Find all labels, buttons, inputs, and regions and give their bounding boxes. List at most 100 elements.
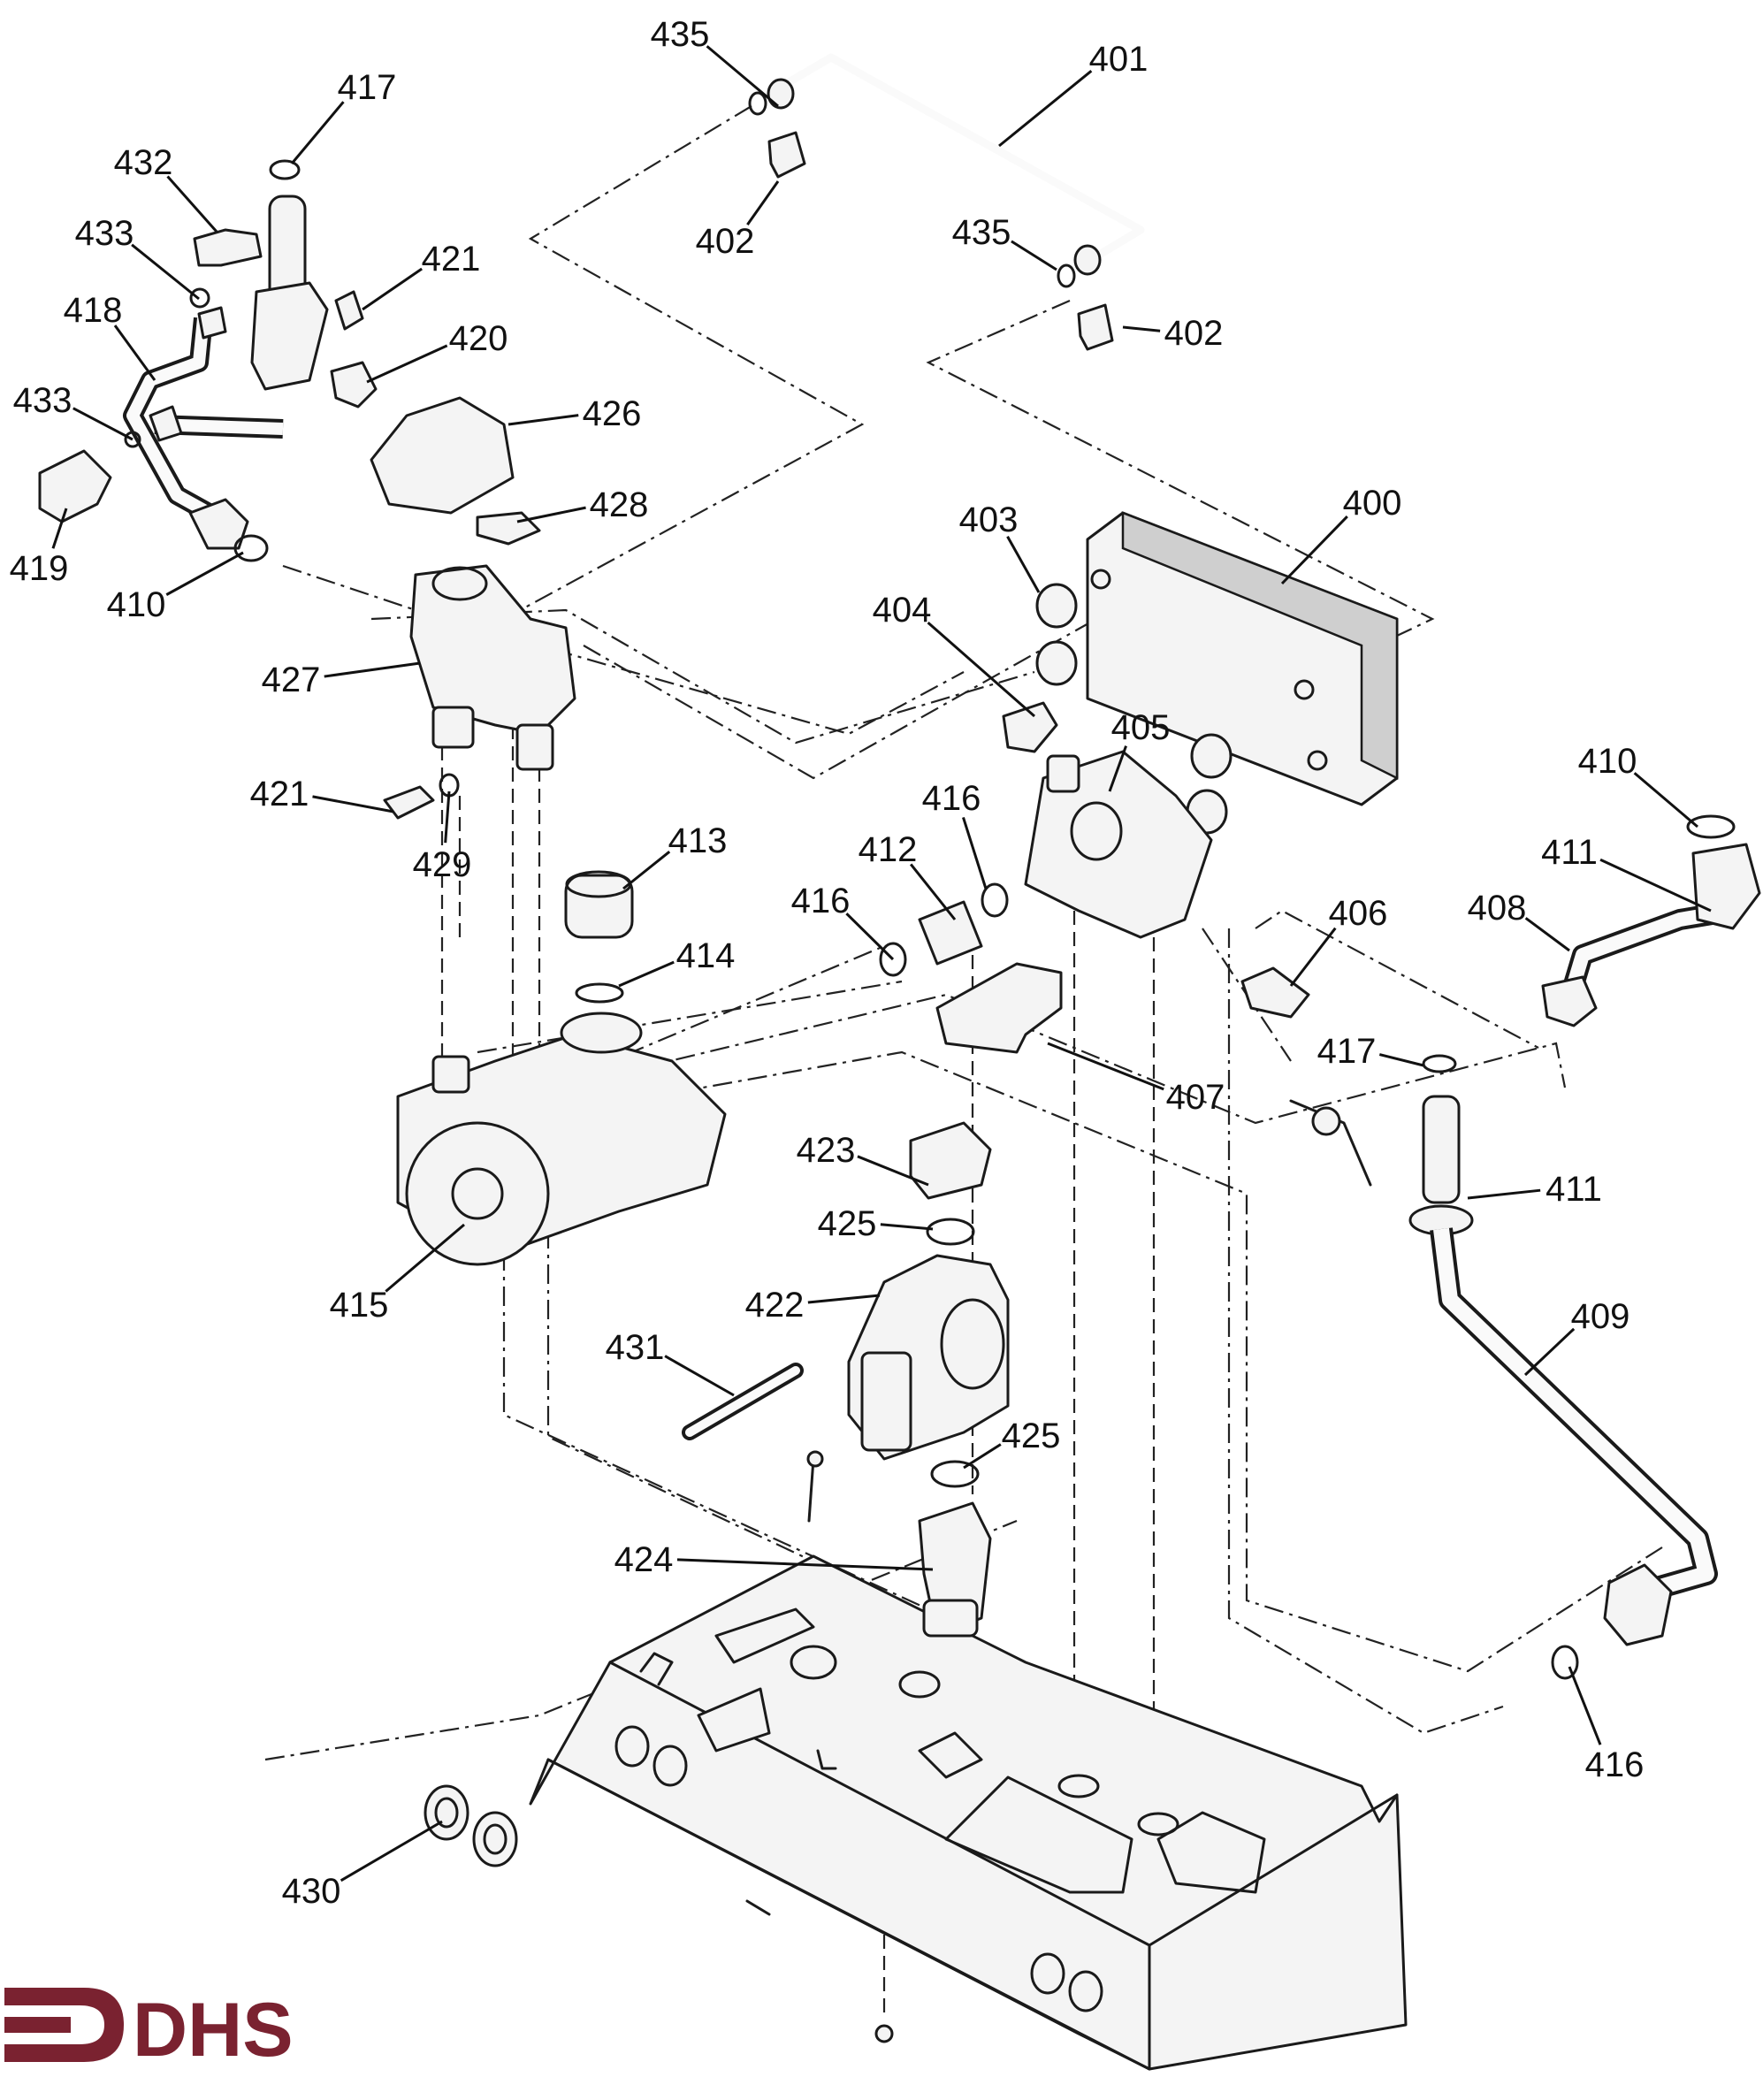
pump-415 [396,1012,727,1266]
callout-leader-403 [1006,536,1041,593]
callout-leader-432 [166,175,218,233]
fitting-417-tube [250,159,329,391]
washer-433b [189,287,210,309]
callout-label-422: 422 [745,1286,805,1325]
washer-433 [124,431,141,448]
callout-label-404: 404 [873,591,932,630]
callout-label-416: 416 [1585,1745,1645,1784]
callout-leader-402 [1122,325,1161,332]
callout-label-432: 432 [114,143,173,182]
callout-leader-430 [340,1820,443,1882]
callout-leader-421 [312,795,394,813]
pump-head-426 [370,396,515,515]
callout-leader-405 [1108,745,1127,792]
callout-leader-410 [1633,772,1698,829]
callout-leader-415 [385,1223,465,1293]
callout-label-426: 426 [583,394,642,433]
o-ring-414 [575,982,624,1004]
nut-fitting [1311,1106,1341,1136]
callout-leader-428 [516,506,586,523]
callout-leader-409 [1523,1327,1576,1377]
callout-label-408: 408 [1468,889,1527,928]
callout-label-405: 405 [1111,708,1171,747]
fitting-412 [918,900,983,966]
callout-label-430: 430 [282,1872,341,1911]
callout-label-401: 401 [1089,40,1149,79]
callout-leader-425 [880,1223,934,1231]
clip-432 [193,228,263,267]
diverter-valve-427 [409,564,576,771]
callout-leader-412 [909,863,957,920]
sensor-lead [807,1457,815,1523]
flange-423 [909,1121,992,1200]
o-ring-416 [879,942,907,977]
flow-switch-404 [1002,701,1058,753]
callout-label-425: 425 [1002,1417,1061,1455]
callout-label-433: 433 [13,381,73,420]
callout-label-416: 416 [922,779,981,818]
callout-label-423: 423 [797,1131,856,1170]
logo-arrow-icon [4,1988,124,2062]
sensor-421 [334,290,364,331]
callout-leader-410 [165,551,244,596]
callout-leader-404 [927,621,1035,718]
base-frame [529,1554,1408,2071]
auto-air-vent-413 [564,870,634,939]
callout-leader-400 [1280,515,1348,585]
callout-label-427: 427 [262,661,321,699]
callout-label-418: 418 [64,291,123,330]
callout-leader-420 [366,344,448,384]
callout-leader-411 [1599,858,1712,913]
seal-403 [1035,583,1078,629]
callout-label-419: 419 [10,549,69,588]
flow-pipe-401 [748,53,1145,351]
callout-leader-402 [746,180,780,225]
dhs-logo: DHS [4,1988,294,2073]
callout-leader-431 [664,1355,735,1397]
callout-label-428: 428 [590,485,649,524]
drain-406 [1240,966,1310,1019]
callout-label-402: 402 [1164,314,1224,353]
callout-leader-414 [618,960,675,988]
callout-label-421: 421 [250,775,309,813]
sensor-421b [383,785,435,820]
callout-leader-435 [1011,240,1057,271]
temperature-sensor-419 [38,449,112,523]
callout-leader-408 [1524,917,1570,952]
callout-leader-426 [508,414,579,426]
callout-label-411: 411 [1541,833,1598,872]
callout-label-435: 435 [952,213,1011,252]
callout-leader-419 [51,508,68,549]
callout-label-425: 425 [818,1204,877,1243]
pressure-relief-407 [935,962,1063,1054]
o-ring-416c [1551,1645,1579,1680]
callout-label-414: 414 [676,936,736,975]
callout-leader-416 [962,816,988,890]
callout-label-407: 407 [1166,1078,1225,1117]
callout-label-406: 406 [1329,894,1388,933]
o-ring-416b [981,882,1009,918]
heat-exchanger-400 [1086,511,1399,806]
callout-label-412: 412 [859,830,918,869]
callout-leader-417 [290,101,345,164]
callout-leader-411 [1467,1188,1541,1200]
callout-label-420: 420 [449,319,508,358]
callout-label-417: 417 [1317,1032,1377,1071]
callout-label-435: 435 [651,15,710,54]
hydraulic-block-405 [1024,750,1213,939]
callout-label-429: 429 [413,845,472,884]
flow-pipe-418 [123,306,284,550]
seal-403b [1035,640,1078,686]
callout-label-410: 410 [1578,742,1637,781]
callout-leader-406 [1289,927,1337,987]
callout-leader-418 [113,325,156,381]
seal-403c [1190,733,1233,779]
gas-valve-422 [847,1254,1010,1461]
callout-leader-413 [622,850,671,890]
callout-label-433: 433 [75,214,134,253]
callout-leader-422 [807,1294,881,1304]
o-ring-425 [926,1218,975,1246]
logo-wordmark: DHS [133,1988,294,2073]
